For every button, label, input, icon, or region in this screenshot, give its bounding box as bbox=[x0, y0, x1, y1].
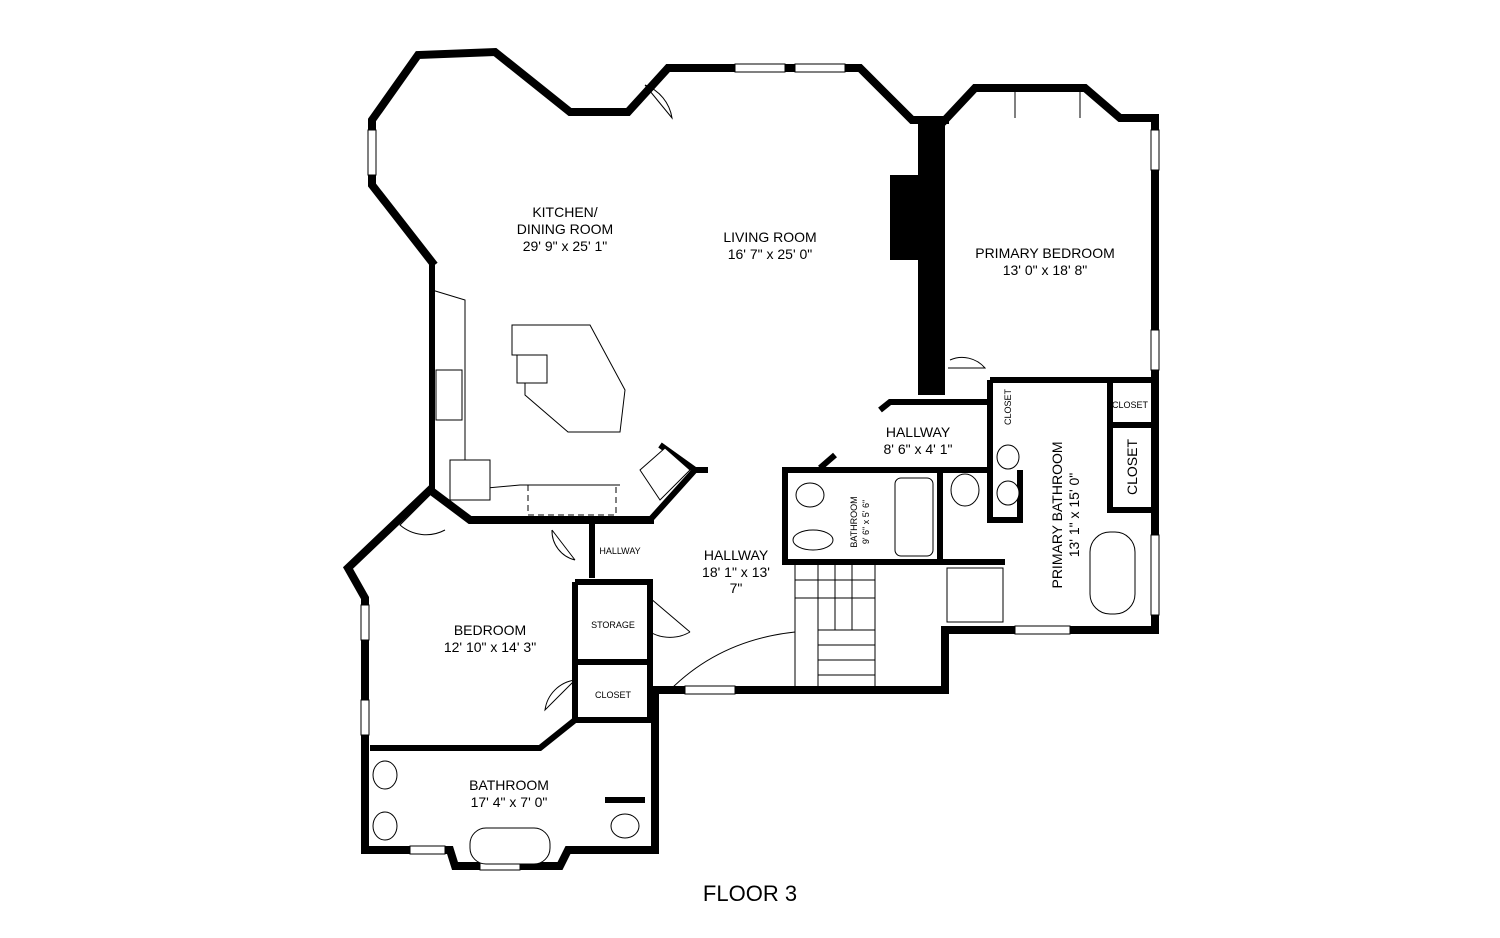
cooktop bbox=[449, 459, 491, 501]
windows bbox=[360, 63, 1160, 871]
fireplace-wall bbox=[918, 120, 945, 395]
stairs bbox=[794, 561, 876, 691]
svg-text:LIVING ROOM: LIVING ROOM bbox=[723, 229, 816, 245]
room-primary-bedroom: PRIMARY BEDROOM 13' 0" x 18' 8" bbox=[975, 245, 1115, 278]
room-bathroom: BATHROOM 17' 4" x 7' 0" bbox=[469, 777, 549, 810]
svg-text:13' 1" x 15' 0": 13' 1" x 15' 0" bbox=[1066, 473, 1082, 558]
fireplace bbox=[890, 175, 920, 260]
svg-text:BEDROOM: BEDROOM bbox=[454, 622, 526, 638]
room-hallway-upper: HALLWAY 8' 6" x 4' 1" bbox=[884, 424, 953, 457]
hallway-small-label: HALLWAY bbox=[599, 546, 640, 556]
closet-bedroom-label: CLOSET bbox=[595, 690, 632, 700]
room-kitchen: KITCHEN/ DINING ROOM 29' 9" x 25' 1" bbox=[517, 204, 613, 254]
closet-small-left-label: CLOSET bbox=[1003, 388, 1013, 425]
room-hallway-main: HALLWAY 18' 1" x 13' 7" bbox=[702, 547, 770, 596]
svg-text:HALLWAY: HALLWAY bbox=[886, 424, 951, 440]
room-primary-bathroom: PRIMARY BATHROOM 13' 1" x 15' 0" bbox=[1049, 441, 1082, 588]
svg-text:PRIMARY BEDROOM: PRIMARY BEDROOM bbox=[975, 245, 1115, 261]
svg-text:17' 4" x 7' 0": 17' 4" x 7' 0" bbox=[471, 794, 548, 810]
floor-title: FLOOR 3 bbox=[703, 881, 797, 906]
svg-text:BATHROOM: BATHROOM bbox=[469, 777, 549, 793]
closet-primary-label: CLOSET bbox=[1124, 439, 1140, 495]
svg-text:8' 6" x 4' 1": 8' 6" x 4' 1" bbox=[884, 441, 953, 457]
svg-text:12' 10" x 14' 3": 12' 10" x 14' 3" bbox=[444, 639, 536, 655]
svg-text:7": 7" bbox=[730, 580, 743, 596]
interior-walls bbox=[370, 120, 1155, 803]
closet-small-right-label: CLOSET bbox=[1112, 400, 1149, 410]
svg-text:9' 6" x 5' 6": 9' 6" x 5' 6" bbox=[861, 500, 871, 544]
svg-text:BATHROOM: BATHROOM bbox=[849, 496, 859, 547]
svg-text:PRIMARY BATHROOM: PRIMARY BATHROOM bbox=[1049, 441, 1065, 588]
island-sink bbox=[516, 354, 548, 384]
svg-text:HALLWAY: HALLWAY bbox=[704, 547, 769, 563]
room-living: LIVING ROOM 16' 7" x 25' 0" bbox=[723, 229, 816, 262]
kitchen-name-2: DINING ROOM bbox=[517, 221, 613, 237]
room-bathroom-small: BATHROOM 9' 6" x 5' 6" bbox=[849, 496, 871, 547]
kitchen-dims: 29' 9" x 25' 1" bbox=[523, 238, 608, 254]
kitchen-sink bbox=[435, 369, 463, 421]
tub-small-bath bbox=[894, 477, 934, 557]
doors bbox=[399, 84, 1081, 712]
room-bedroom: BEDROOM 12' 10" x 14' 3" bbox=[444, 622, 536, 655]
svg-text:13' 0" x 18' 8": 13' 0" x 18' 8" bbox=[1003, 262, 1088, 278]
storage-label: STORAGE bbox=[591, 620, 635, 630]
svg-text:16' 7" x 25' 0": 16' 7" x 25' 0" bbox=[728, 246, 813, 262]
kitchen-name: KITCHEN/ bbox=[532, 204, 597, 220]
primary-tub bbox=[1089, 531, 1136, 615]
shower bbox=[946, 567, 1004, 623]
fixtures bbox=[372, 289, 1136, 865]
svg-text:18' 1" x 13': 18' 1" x 13' bbox=[702, 564, 770, 580]
bathroom-tub bbox=[469, 827, 551, 865]
exterior-walls bbox=[342, 47, 1159, 870]
